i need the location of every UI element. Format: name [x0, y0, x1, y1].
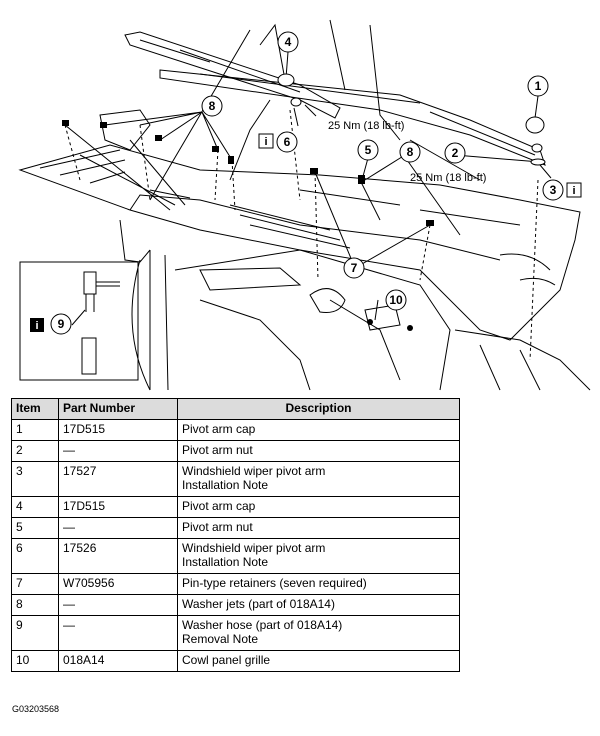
cell-description: Pivot arm nut — [177, 440, 460, 462]
retainer-mark — [426, 220, 434, 226]
cell-item: 6 — [11, 538, 59, 574]
svg-text:9: 9 — [58, 317, 65, 331]
exploded-diagram: 1 2 3 4 5 6 7 8 — [18, 19, 591, 391]
retainer-mark — [310, 168, 318, 174]
retainer-mark — [212, 146, 219, 152]
table-row: 8 — Washer jets (part of 018A14) — [11, 594, 460, 616]
cell-item: 8 — [11, 594, 59, 616]
callout-4: 4 — [277, 31, 299, 53]
linkage-bolt — [367, 319, 373, 325]
info-icon: i — [566, 182, 582, 198]
svg-text:2: 2 — [452, 146, 459, 160]
figure-code: G03203568 — [12, 704, 60, 714]
info-icon: i — [30, 318, 44, 332]
table-row: 1 17D515 Pivot arm cap — [11, 419, 460, 441]
header-item: Item — [11, 398, 59, 420]
svg-text:8: 8 — [209, 99, 216, 113]
cell-item: 4 — [11, 496, 59, 518]
header-part-number: Part Number — [58, 398, 178, 420]
cell-part-number: W705956 — [58, 573, 178, 595]
retainer-mark — [62, 120, 69, 126]
washer-jet-mark — [228, 156, 234, 164]
svg-text:10: 10 — [389, 293, 403, 307]
cell-item: 3 — [11, 461, 59, 497]
callout-9: 9 — [50, 313, 72, 335]
callout-3: 3 — [542, 179, 564, 201]
cell-part-number: 17D515 — [58, 419, 178, 441]
parts-table: Item Part Number Description 1 17D515 Pi… — [11, 398, 460, 672]
svg-text:6: 6 — [284, 135, 291, 149]
pivot-arm-washer — [530, 158, 546, 166]
cell-part-number: 018A14 — [58, 650, 178, 672]
pivot-arm-nut-2 — [531, 143, 543, 153]
torque-spec-right: 25 Nm (18 lb-ft) — [410, 172, 486, 184]
table-row: 9 — Washer hose (part of 018A14)Removal … — [11, 615, 460, 651]
table-header-row: Item Part Number Description — [11, 398, 460, 420]
washer-jet-mark — [358, 175, 365, 184]
cell-description: Washer hose (part of 018A14)Removal Note — [177, 615, 460, 651]
callout-10: 10 — [385, 289, 407, 311]
cell-item: 1 — [11, 419, 59, 441]
cell-part-number: — — [58, 594, 178, 616]
cell-item: 2 — [11, 440, 59, 462]
cell-part-number: 17D515 — [58, 496, 178, 518]
table-row: 5 — Pivot arm nut — [11, 517, 460, 539]
cell-part-number: 17527 — [58, 461, 178, 497]
diagram-svg: 1 2 3 4 5 6 7 8 — [18, 19, 591, 391]
header-description: Description — [177, 398, 460, 420]
pivot-arm-cap-1 — [525, 116, 545, 134]
svg-text:8: 8 — [407, 145, 414, 159]
cell-description: Pivot arm cap — [177, 496, 460, 518]
cell-description: Pivot arm nut — [177, 517, 460, 539]
svg-text:4: 4 — [285, 35, 292, 49]
table-row: 10 018A14 Cowl panel grille — [11, 650, 460, 672]
pivot-arm-nut-5-top — [290, 97, 302, 107]
cell-description: Cowl panel grille — [177, 650, 460, 672]
cell-part-number: — — [58, 440, 178, 462]
callout-5: 5 — [357, 139, 379, 161]
callout-2: 2 — [444, 142, 466, 164]
callout-1: 1 — [527, 75, 549, 97]
callout-8-right: 8 — [399, 141, 421, 163]
small-parts — [62, 73, 546, 331]
info-icon: i — [258, 133, 274, 149]
svg-text:7: 7 — [351, 261, 358, 275]
table-row: 7 W705956 Pin-type retainers (seven requ… — [11, 573, 460, 595]
svg-text:i: i — [572, 185, 575, 197]
svg-text:1: 1 — [535, 79, 542, 93]
cell-item: 9 — [11, 615, 59, 651]
cell-description: Pin-type retainers (seven required) — [177, 573, 460, 595]
cell-item: 5 — [11, 517, 59, 539]
linkage-bolt — [407, 325, 413, 331]
cell-part-number: 17526 — [58, 538, 178, 574]
callouts: 1 2 3 4 5 6 7 8 — [50, 31, 564, 335]
svg-text:i: i — [264, 136, 267, 148]
washer-jet-mark — [155, 135, 162, 141]
cell-description: Washer jets (part of 018A14) — [177, 594, 460, 616]
cell-description: Pivot arm cap — [177, 419, 460, 441]
cell-part-number: — — [58, 517, 178, 539]
svg-text:3: 3 — [550, 183, 557, 197]
cell-item: 10 — [11, 650, 59, 672]
callout-8-left: 8 — [201, 95, 223, 117]
callout-7: 7 — [343, 257, 365, 279]
retainer-mark — [100, 122, 107, 128]
torque-spec-left: 25 Nm (18 lb-ft) — [328, 120, 404, 132]
callout-6: 6 — [276, 131, 298, 153]
svg-text:i: i — [35, 320, 38, 332]
table-row: 4 17D515 Pivot arm cap — [11, 496, 460, 518]
diagram-linework — [18, 19, 591, 391]
cell-item: 7 — [11, 573, 59, 595]
table-row: 2 — Pivot arm nut — [11, 440, 460, 462]
pivot-arm-cap-4 — [277, 73, 295, 87]
cell-part-number: — — [58, 615, 178, 651]
svg-text:5: 5 — [365, 143, 372, 157]
